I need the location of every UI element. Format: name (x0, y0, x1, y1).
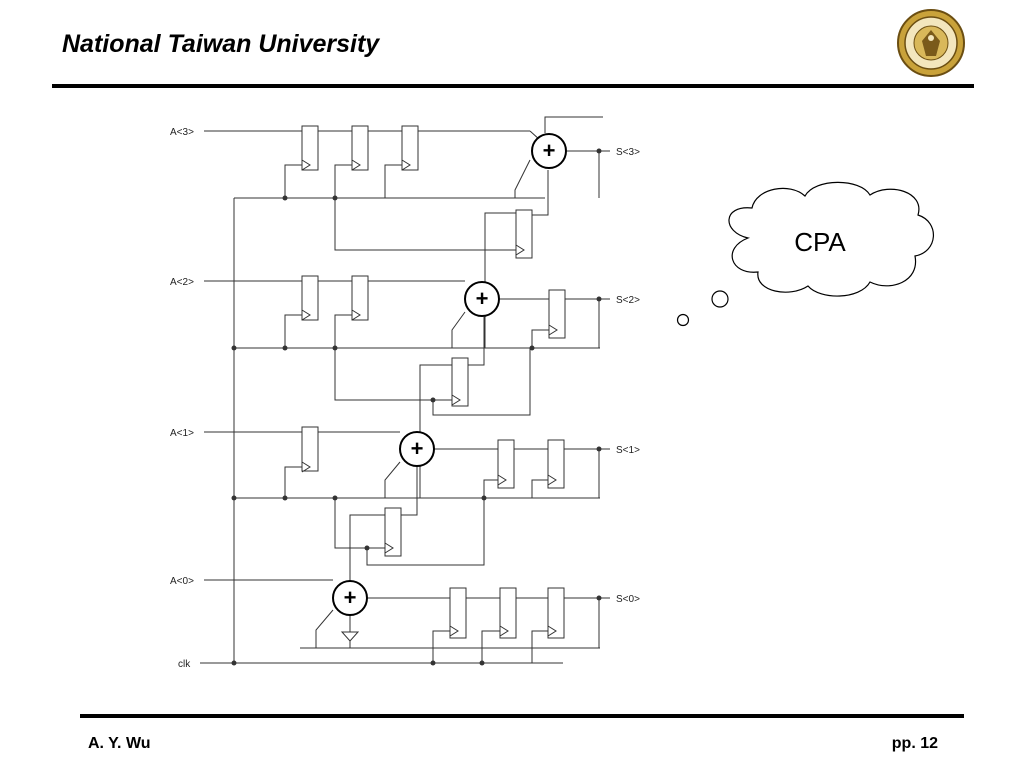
output-label-s1: S<1> (616, 445, 640, 456)
input-label-a1: A<1> (170, 428, 194, 439)
input-label-a0: A<0> (170, 576, 194, 587)
cpa-thought-cloud: CPA (676, 181, 934, 327)
output-label-s2: S<2> (616, 295, 640, 306)
university-seal-logo (897, 9, 965, 77)
input-label-a2: A<2> (170, 277, 194, 288)
header-divider (52, 84, 974, 88)
clock-label: clk (178, 659, 191, 670)
output-label-s0: S<0> (616, 594, 640, 605)
input-label-a3: A<3> (170, 127, 194, 138)
footer-divider (80, 714, 964, 718)
adder-bit3: + (531, 133, 567, 169)
cpa-label: CPA (794, 227, 846, 257)
adder-bit0: + (332, 580, 368, 616)
page-title: National Taiwan University (62, 30, 380, 58)
adder-bit2: + (464, 281, 500, 317)
svg-text:+: + (344, 585, 357, 610)
svg-text:+: + (411, 436, 424, 461)
svg-text:+: + (476, 286, 489, 311)
footer-page-number: pp. 12 (891, 735, 938, 752)
svg-text:+: + (543, 138, 556, 163)
adder-bit1: + (399, 431, 435, 467)
footer-author: A. Y. Wu (88, 735, 151, 752)
output-label-s3: S<3> (616, 147, 640, 158)
